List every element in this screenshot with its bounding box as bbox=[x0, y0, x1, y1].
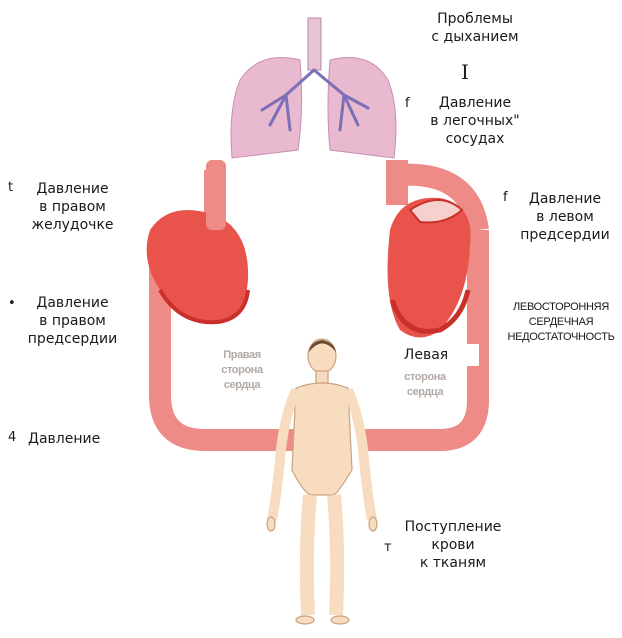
decrease-marker: т bbox=[384, 540, 392, 556]
left-heart-image bbox=[388, 198, 471, 338]
pressure-label: Давление bbox=[28, 430, 100, 448]
increase-marker: • bbox=[8, 296, 16, 312]
arrow-indicator-icon: I bbox=[461, 60, 469, 84]
human-figure-image bbox=[267, 339, 377, 624]
increase-marker: f bbox=[405, 96, 410, 112]
increase-marker: 4 bbox=[8, 430, 16, 446]
increase-marker: f bbox=[503, 190, 508, 206]
lungs-image bbox=[231, 18, 396, 158]
increase-marker: t bbox=[8, 180, 13, 196]
left-side-label: Левая bbox=[373, 344, 479, 366]
